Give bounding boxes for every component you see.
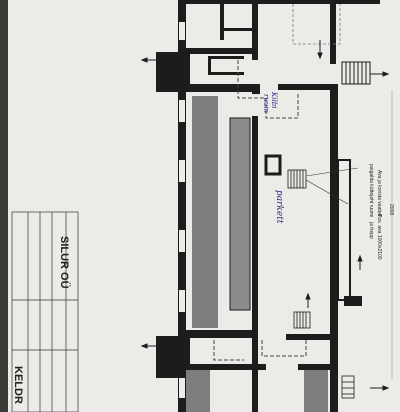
note-a: Ava ja korista vaated,: [376, 170, 382, 218]
pillar-top: [156, 52, 190, 92]
hatched-room-right: [229, 117, 251, 311]
dashed-route: [213, 60, 307, 361]
top-wall: [180, 0, 380, 4]
note-c: Pos. ava 1000x2100: [376, 214, 382, 260]
company-name: SILUR OÜ: [58, 236, 70, 289]
stair-top: [341, 61, 371, 85]
title-block-frame: [11, 211, 79, 412]
inner-wall: [252, 116, 258, 376]
note-b: paigalda küttejaht ruumi: [368, 164, 374, 218]
drawing-sheet: SILUR OÜ KELDR 2008 Kilbi ruum parkett A…: [8, 0, 400, 412]
arrows: [140, 40, 390, 391]
hatched-room-left: [192, 96, 218, 328]
note-d: ja trepp: [368, 222, 374, 239]
window-marks: [179, 22, 185, 398]
pillar-bottom: [156, 336, 190, 378]
year-label: 2008: [388, 204, 394, 216]
handwritten-room-2: ruum: [262, 94, 270, 114]
handwritten-corridor: parkett: [274, 190, 284, 224]
outer-wall-left: [178, 0, 186, 412]
outer-wall-right: [330, 84, 338, 412]
stair-mid: [287, 169, 355, 399]
floor-plan: [11, 0, 393, 412]
handwritten-room-1: Kilbi: [270, 92, 278, 109]
sheet-title: KELDR: [12, 366, 24, 404]
